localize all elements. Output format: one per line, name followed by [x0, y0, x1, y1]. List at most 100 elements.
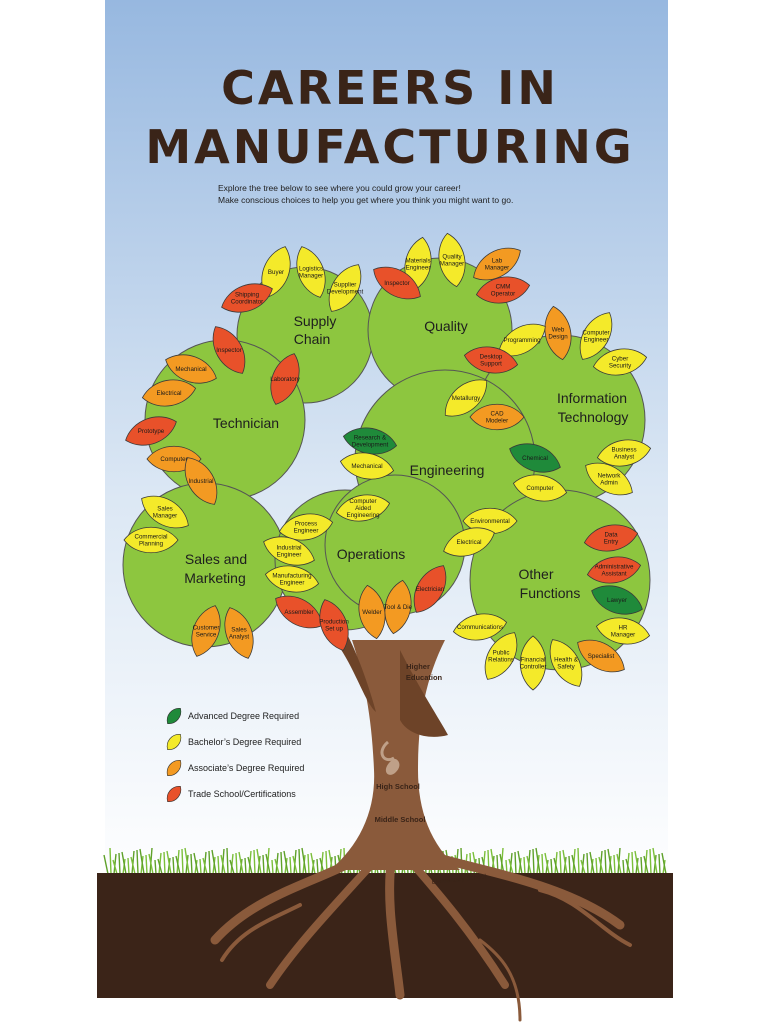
leaf-metallurgy: Metallurgy	[444, 379, 488, 417]
legend-label-advanced: Advanced Degree Required	[188, 711, 299, 721]
leaf-laboratory: Laboratory	[270, 353, 301, 405]
leaf-communications: Communications	[452, 613, 508, 641]
category-supply-chain-1: Supply	[294, 313, 337, 329]
leaf-shape	[544, 305, 572, 361]
leaf-shape	[261, 246, 291, 298]
leaf-label: Assembler	[284, 609, 313, 616]
leaf-label: Mechanical	[351, 463, 382, 470]
leaf-shape	[444, 379, 488, 417]
leaf-shape	[141, 495, 189, 529]
leaf-shape	[296, 246, 326, 298]
leaf-research-development: Research &Development	[342, 427, 398, 455]
trunk	[330, 636, 460, 870]
leaf-shape	[509, 443, 561, 473]
leaf-shape	[270, 353, 300, 405]
leaf-label: Lawyer	[607, 597, 627, 604]
trunk-label-higher-education-2: Education	[406, 673, 443, 682]
leaf-electrician: Electrician	[413, 565, 447, 613]
leaf-shape	[123, 527, 179, 553]
leaf-label: Industrial	[188, 478, 213, 485]
legend-label-trade: Trade School/Certifications	[188, 789, 296, 799]
category-information-technology-2: Technology	[558, 409, 629, 425]
leaf-computer-eng: Computer	[512, 474, 568, 502]
legend-item-advanced: Advanced Degree Required	[166, 708, 299, 724]
leaf-shape	[413, 565, 447, 613]
leaf-shape	[484, 632, 518, 680]
leaf-industrial-tech: Industrial	[184, 457, 218, 505]
leaf-shape	[141, 379, 197, 407]
leaf-label: Chemical	[522, 455, 548, 462]
leaf-shape	[591, 585, 643, 615]
leaf-chemical: Chemical	[509, 443, 561, 473]
logo-swirl-upper	[380, 740, 395, 761]
leaf-shape	[577, 639, 625, 673]
leaf-inspector-quality: Inspector	[373, 266, 421, 300]
leaf-shape	[335, 494, 391, 522]
leaf-shape	[224, 607, 254, 659]
leaf-inspector-tech: Inspector	[212, 326, 246, 374]
leaf-shape	[342, 427, 398, 455]
leaf-electrical-tech: Electrical	[141, 379, 197, 407]
leaf-mechanical-eng: Mechanical	[339, 452, 395, 480]
leaf-shape	[475, 276, 531, 304]
legend-label-bachelor: Bachelor’s Degree Required	[188, 737, 301, 747]
logo-swirl	[385, 758, 400, 775]
leaf-shape	[592, 348, 648, 376]
leaf-shape	[358, 584, 386, 640]
leaf-shape	[585, 462, 633, 496]
legend-swatch-bachelor	[166, 734, 182, 750]
legend-label-associate: Associate’s Degree Required	[188, 763, 304, 773]
leaf-label: Metallurgy	[452, 395, 481, 402]
leaf-label: Tool & Die	[384, 604, 413, 611]
legend-swatch-trade	[166, 786, 182, 802]
leaf-prototype: Prototype	[125, 416, 177, 446]
category-other-functions-1: Other	[518, 566, 553, 582]
leaf-shape	[452, 613, 508, 641]
leaf-shape	[373, 266, 421, 300]
leaf-shape	[278, 513, 334, 541]
leaf-label: Computer	[160, 456, 187, 463]
leaf-shape	[583, 524, 639, 552]
trunk-label-higher-education-1: Higher	[406, 662, 430, 671]
legend-swatch-advanced	[166, 708, 182, 724]
leaf-shape	[184, 457, 218, 505]
leaf-shape	[165, 354, 217, 384]
leaf-buyer: Buyer	[261, 246, 291, 298]
title-line-1: CAREERS IN	[221, 61, 559, 115]
leaf-shape	[221, 283, 273, 313]
leaf-shape	[319, 599, 349, 651]
legend-item-trade: Trade School/Certifications	[166, 786, 296, 802]
leaf-shape	[579, 312, 613, 360]
leaf-shape	[328, 264, 362, 312]
leaf-shape	[596, 439, 652, 467]
